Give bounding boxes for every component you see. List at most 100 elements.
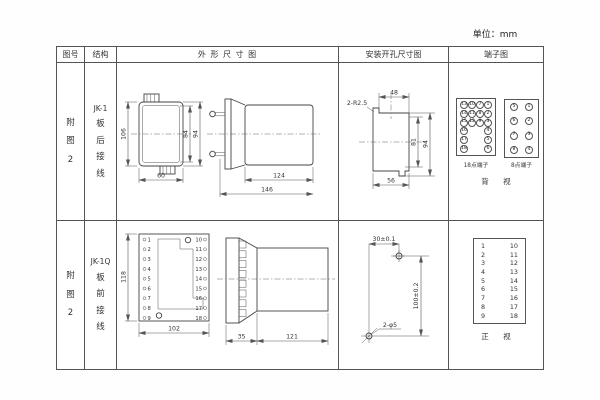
terminal-18-label: 18点端子 (463, 163, 489, 169)
terminal-circle: 5 (510, 103, 518, 111)
structure-char: 前 (96, 289, 105, 300)
svg-text:15: 15 (195, 286, 202, 292)
svg-text:1: 1 (148, 237, 151, 243)
fig-char: 附 (66, 117, 75, 128)
terminal-row: 8 4 (510, 145, 533, 154)
terminal-block-8: 5 1 6 2 7 3 8 4 (504, 99, 539, 158)
jk1q-drill-drawing: 30±0.1 100±0.2 2-φ5 (361, 236, 429, 344)
svg-text:13: 13 (195, 267, 202, 273)
dim-56-label: 56 (387, 178, 395, 185)
terminal-circle: 3 (525, 131, 533, 140)
svg-text:7: 7 (148, 296, 151, 302)
terminal-circle: 11 (468, 109, 476, 118)
terminal-row: 15 12 9 3 (460, 118, 492, 127)
front-right-terminals: 10 11 12 13 14 15 16 17 18 (195, 237, 207, 322)
terminal-8-label: 8点端子 (510, 163, 533, 169)
row2-fig-no-cell: 附 图 2 (57, 221, 85, 369)
hole-spec-label: 2-φ5 (383, 322, 397, 329)
dim-81-label: 81 (411, 138, 418, 146)
terminal-row: 18 6 (460, 144, 492, 153)
fig-char: 2 (67, 154, 74, 165)
terminal-circle: 14 (460, 109, 468, 118)
structure-char: 接 (96, 152, 105, 163)
terminal-circle: 15 (460, 118, 468, 127)
terminal-circle: 18 (460, 144, 468, 153)
terminal-list-left: 1 2 3 4 5 6 7 8 9 (481, 243, 485, 319)
dim-118-label: 118 (121, 271, 128, 283)
unit-label: 单位：mm (472, 30, 518, 40)
terminal-circle: 4 (484, 127, 492, 136)
structure-char: 板 (96, 119, 105, 130)
terminal-row: 13 10 7 1 (460, 101, 492, 109)
svg-text:10: 10 (195, 237, 202, 243)
jk1-cutout-drawing: 2-R2.5 48 81 94 56 (347, 90, 435, 189)
row1-outline-cell: 106 84 94 60 (117, 63, 339, 221)
terminal-number: 1 (481, 242, 486, 250)
terminal-number: 7 (481, 294, 486, 303)
terminal-number: 8 (481, 302, 486, 311)
jk1-side-view: 124 146 (207, 98, 321, 197)
svg-text:6: 6 (148, 286, 151, 292)
dim-94-label: 94 (193, 130, 200, 138)
terminal-circle: 6 (510, 117, 518, 126)
terminal-block-18: 13 10 7 1 14 11 8 2 15 12 9 3 (456, 98, 496, 156)
terminal-circle: 2 (525, 117, 533, 126)
dim-48-label: 48 (390, 90, 398, 97)
terminal-circle: 8 (476, 109, 484, 118)
front-view-label: 正 视 (481, 332, 517, 341)
terminal-list-right: 10 11 12 13 14 15 16 17 18 (510, 243, 518, 319)
terminal-number: 11 (509, 250, 518, 259)
svg-text:2: 2 (148, 247, 151, 253)
terminal-number: 12 (509, 259, 518, 268)
dim-100-label: 100±0.2 (413, 283, 420, 310)
fig-char: 2 (67, 308, 74, 319)
terminal-row: 17 5 (460, 136, 492, 145)
terminal-circle: 1 (484, 101, 492, 109)
terminal-circle: 7 (476, 101, 484, 109)
dim-60-label: 60 (157, 173, 165, 180)
terminal-row: 5 1 (510, 103, 533, 111)
terminal-circle: 5 (484, 136, 492, 145)
dim-94-cutout-label: 94 (423, 140, 430, 148)
fig-no-row2: 附 图 2 (57, 221, 84, 369)
fig-char: 图 (66, 136, 75, 147)
terminal-circle: 3 (484, 118, 492, 127)
row1-structure-cell: JK-1 板 后 接 线 (85, 63, 117, 221)
terminal-circle: 4 (525, 145, 533, 154)
terminal-circle: 2 (484, 109, 492, 118)
terminal-number: 18 (509, 311, 518, 320)
terminal-circle: 1 (525, 103, 533, 111)
terminal-number: 5 (481, 276, 486, 285)
terminal-number: 4 (481, 268, 486, 277)
row2-mounting-cell: 30±0.1 100±0.2 2-φ5 (339, 221, 449, 369)
model-label: JK-1Q (90, 257, 111, 267)
svg-text:11: 11 (195, 247, 202, 253)
structure-char: 板 (96, 272, 105, 283)
dim-146-label: 146 (261, 187, 273, 194)
jk1q-outline-drawing: 1 2 3 4 5 6 7 8 9 10 11 12 (121, 233, 335, 345)
terminal-number: 16 (509, 294, 518, 303)
fig-char: 附 (66, 271, 75, 282)
terminal-circle: 13 (460, 101, 468, 109)
terminal-row: 7 3 (510, 131, 533, 140)
jk1-front-view: 106 84 94 60 (121, 93, 203, 183)
dim-84-label: 84 (183, 130, 190, 138)
dim-102-label: 102 (168, 326, 180, 333)
terminal-number: 10 (509, 242, 518, 250)
svg-text:4: 4 (148, 267, 152, 273)
fig-char: 图 (66, 289, 75, 300)
structure-row1: JK-1 板 后 接 线 (85, 63, 116, 220)
dim-106-label: 106 (121, 128, 128, 140)
row2-terminal-cell: 1 2 3 4 5 6 7 8 9 10 11 12 13 14 15 (449, 221, 543, 369)
terminal-number: 17 (509, 302, 518, 311)
side-terminal-stack (238, 240, 247, 317)
row2-outline-cell: 1 2 3 4 5 6 7 8 9 10 11 12 (117, 221, 339, 369)
terminal-number: 13 (509, 268, 518, 277)
structure-char: 接 (96, 305, 105, 316)
svg-text:3: 3 (148, 257, 151, 263)
terminal-row: 16 4 (460, 127, 492, 136)
terminal-circle: 9 (476, 118, 484, 127)
jk1q-side-view: 35 121 (217, 237, 335, 345)
structure-row2: JK-1Q 板 前 接 线 (85, 221, 116, 369)
